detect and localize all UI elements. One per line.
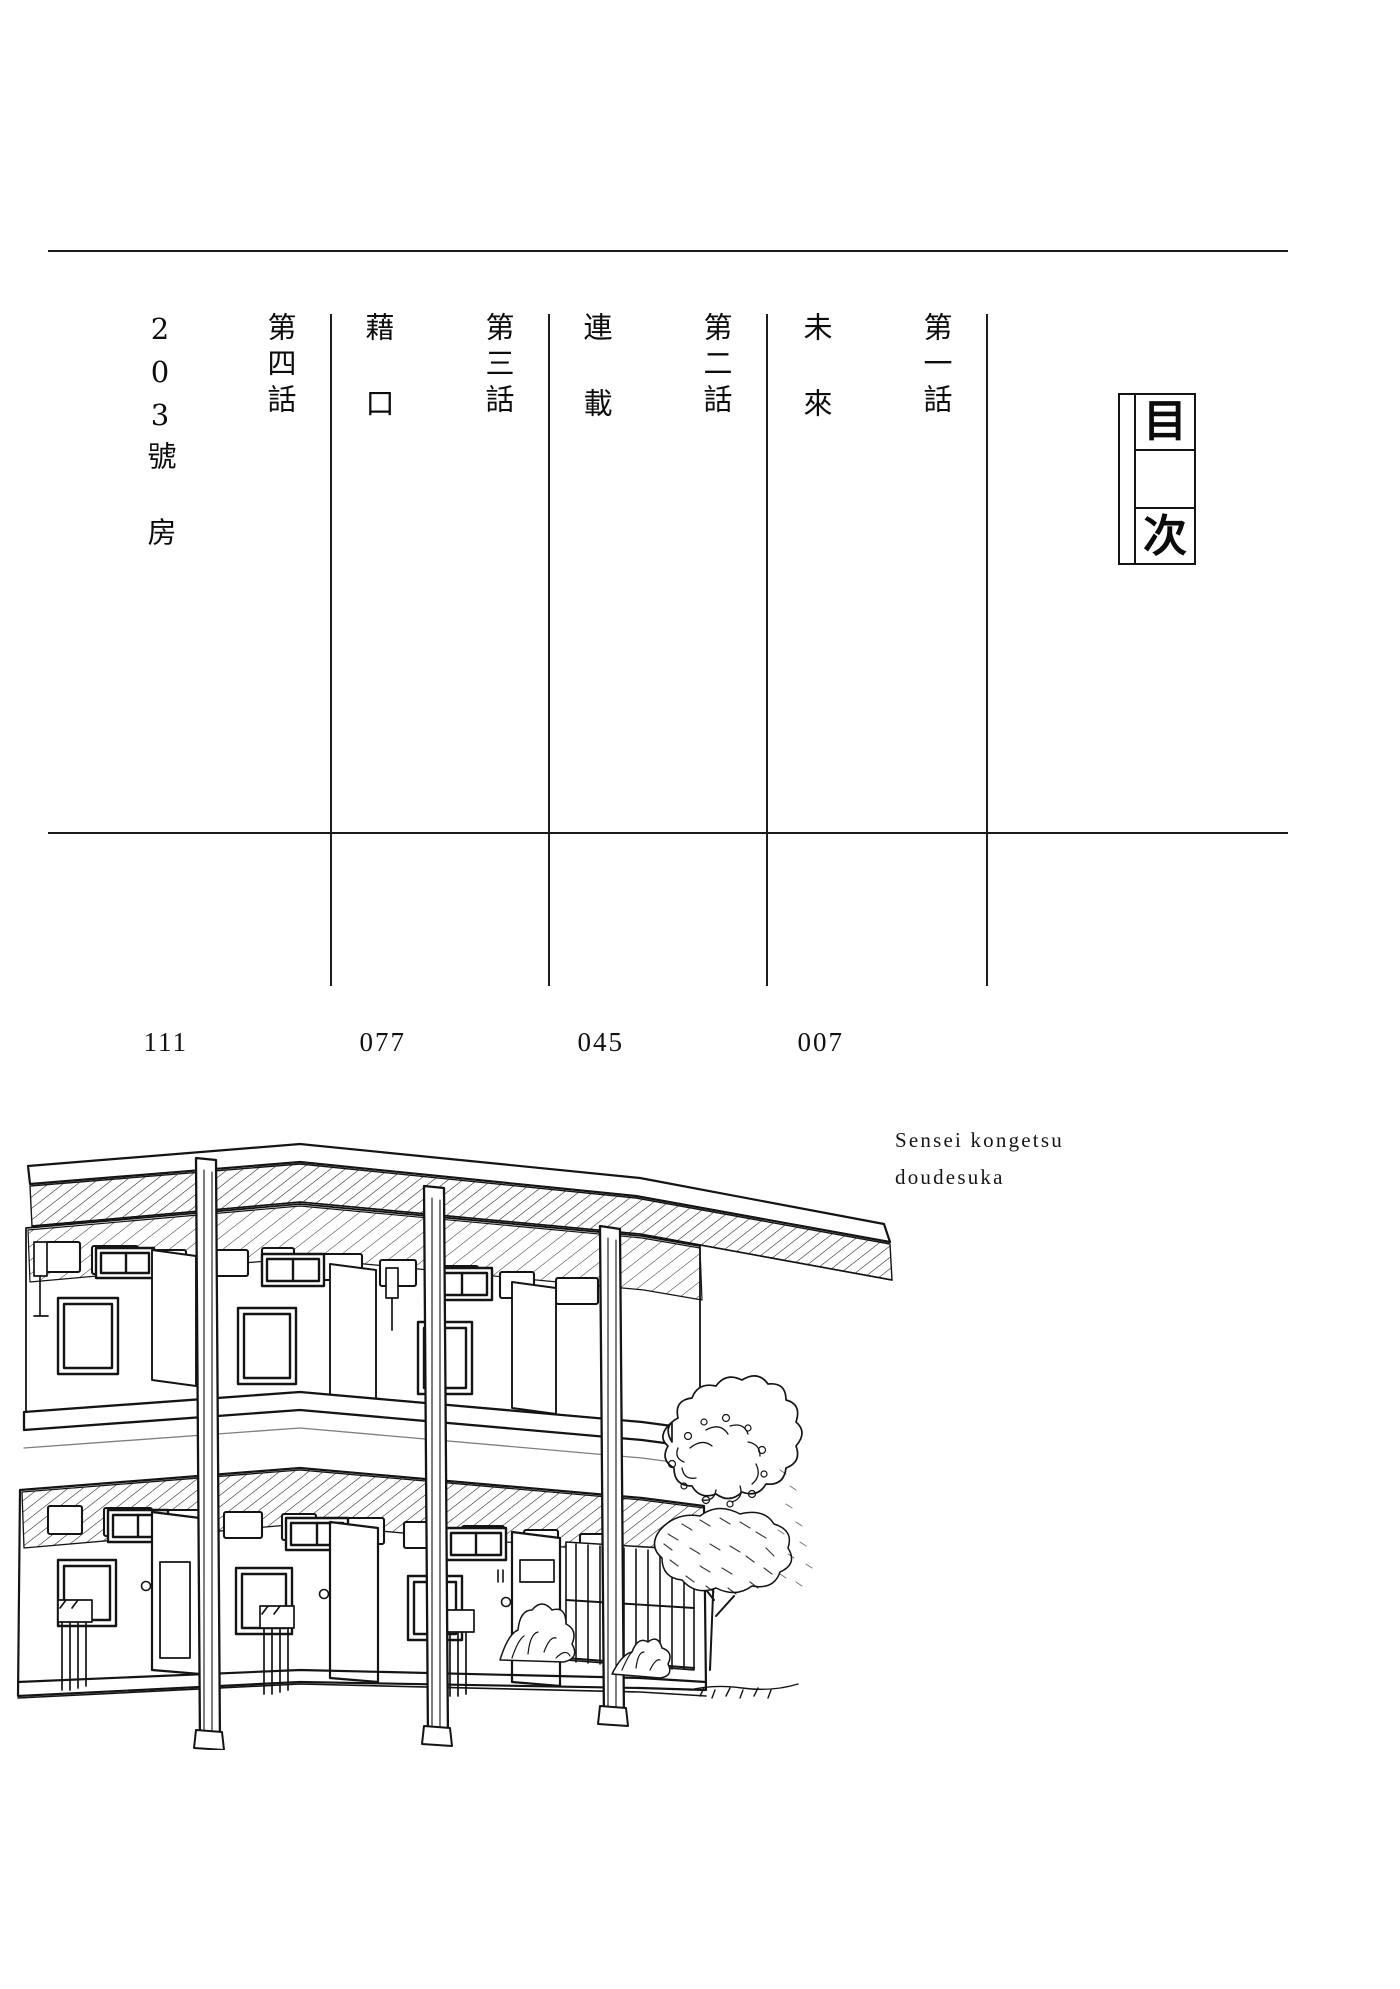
romaji-caption-line-1: Sensei kongetsu [895, 1128, 1064, 1152]
toc-entry-4-title-column[interactable]: 203號 房 111 [92, 300, 212, 1057]
toc-masthead-badge: 目 次 [1118, 393, 1196, 565]
masthead-spine-line [1134, 395, 1136, 563]
toc-entry-1-label-column[interactable]: 第一話 [868, 300, 988, 1000]
toc-entry-2-label-column[interactable]: 第二話 [648, 300, 768, 1000]
toc-entry-1-divider [986, 314, 988, 986]
toc-entry-3-divider [548, 314, 550, 986]
romaji-caption: Sensei kongetsu doudesuka [895, 1122, 1064, 1196]
apartment-building-drawing [16, 1142, 893, 1750]
toc-entry-2-title-column[interactable]: 連 載 045 [528, 300, 648, 1057]
toc-entry-4-label-column[interactable]: 第四話 [212, 300, 332, 1000]
toc-entry-3-label: 第三話 [481, 312, 515, 420]
masthead-char-bottom: 次 [1143, 510, 1187, 562]
toc-entry-4-label: 第四話 [263, 312, 297, 420]
toc-entry-4-page: 111 [143, 1027, 188, 1057]
toc-entry-1-title: 未 來 [799, 312, 833, 426]
masthead-char-top: 目 [1136, 395, 1194, 451]
top-rule [48, 250, 1288, 252]
toc-column-group: 第一話 未 來 007 第二話 連 載 045 第三話 藉 口 077 第四話 … [48, 300, 1048, 1057]
toc-entry-2-page: 045 [577, 1027, 624, 1057]
toc-entry-2-title: 連 載 [579, 312, 613, 426]
toc-entry-2-label: 第二話 [699, 312, 733, 420]
romaji-caption-line-2: doudesuka [895, 1164, 1005, 1189]
toc-entry-3-page: 077 [359, 1027, 406, 1057]
toc-entry-3-title-column[interactable]: 藉 口 077 [310, 300, 430, 1057]
toc-entry-2-divider [766, 314, 768, 986]
toc-entry-3-label-column[interactable]: 第三話 [430, 300, 550, 1000]
toc-entry-4-divider [330, 314, 332, 986]
masthead-blank-cell [1136, 451, 1194, 509]
toc-entry-3-title: 藉 口 [361, 312, 395, 426]
bottom-rule [48, 832, 1288, 834]
toc-entry-1-page: 007 [797, 1027, 844, 1057]
apartment-building-illustration [0, 1130, 1000, 1750]
toc-entry-1-label: 第一話 [919, 312, 953, 420]
toc-entry-4-title: 203號 房 [143, 312, 177, 555]
toc-entry-1-title-column[interactable]: 未 來 007 [748, 300, 868, 1057]
